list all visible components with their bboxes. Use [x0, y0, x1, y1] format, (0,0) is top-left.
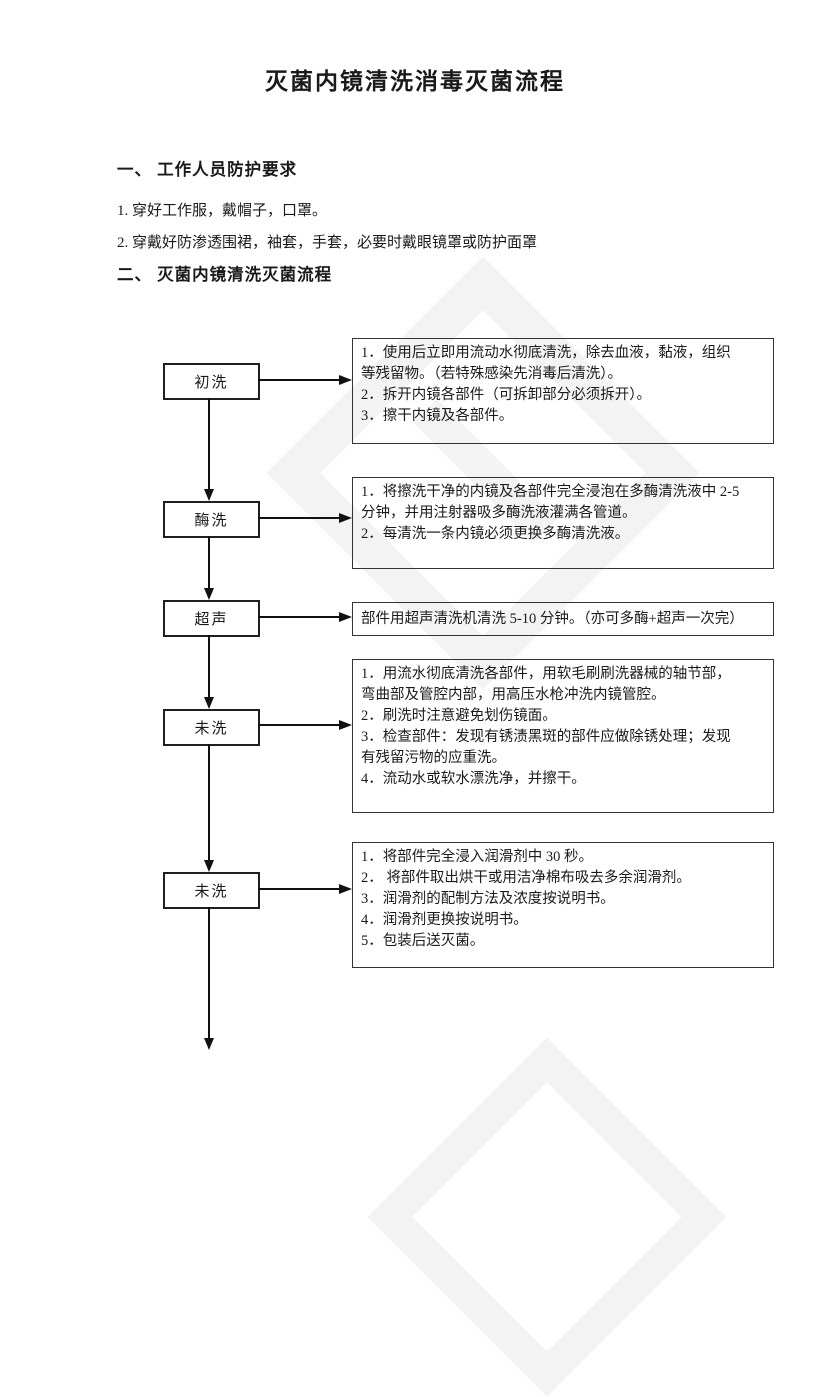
flow-detail-box-final-wash-1: 1．用流水彻底清洗各部件，用软毛刷刷洗器械的轴节部， 弯曲部及管腔内部，用高压水… [352, 659, 774, 813]
connector-line [258, 724, 340, 726]
connector-line [258, 517, 340, 519]
arrow-down-icon [204, 697, 214, 709]
flow-stage-box-final-wash-2: 未洗 [163, 872, 260, 909]
flow-stage-box-enzyme-wash: 酶洗 [163, 501, 260, 538]
flow-detail-box-enzyme-wash: 1．将擦洗干净的内镜及各部件完全浸泡在多酶清洗液中 2-5 分钟，并用注射器吸多… [352, 477, 774, 569]
connector-line [208, 907, 210, 1038]
connector-line [208, 536, 210, 589]
flow-stage-box-initial-wash: 初洗 [163, 363, 260, 400]
document-page: 灭菌内镜清洗消毒灭菌流程 一、 工作人员防护要求 1. 穿好工作服，戴帽子，口罩… [0, 0, 830, 1173]
stage-label: 未洗 [194, 721, 229, 737]
stage-label: 初洗 [194, 375, 229, 391]
watermark-bottom [367, 1037, 727, 1397]
connector-line [258, 888, 340, 890]
connector-line [258, 616, 340, 618]
arrow-down-icon [204, 588, 214, 600]
arrow-down-icon [204, 860, 214, 872]
connector-line [208, 635, 210, 698]
arrow-right-icon [339, 513, 352, 523]
stage-label: 未洗 [194, 884, 229, 900]
arrow-right-icon [339, 375, 352, 385]
arrow-right-icon [339, 884, 352, 894]
flow-detail-box-final-wash-2: 1．将部件完全浸入润滑剂中 30 秒。 2． 将部件取出烘干或用洁净棉布吸去多余… [352, 842, 774, 968]
arrow-right-icon [339, 720, 352, 730]
section1-heading: 一、 工作人员防护要求 [117, 160, 298, 179]
section1-item-1: 1. 穿好工作服，戴帽子，口罩。 [117, 203, 328, 219]
arrow-down-icon [204, 1038, 214, 1050]
page-title: 灭菌内镜清洗消毒灭菌流程 [265, 69, 565, 94]
arrow-down-icon [204, 489, 214, 501]
connector-line [208, 398, 210, 490]
section1-item-2: 2. 穿戴好防渗透围裙，袖套，手套，必要时戴眼镜罩或防护面罩 [117, 235, 538, 251]
flow-detail-box-initial-wash: 1．使用后立即用流动水彻底清洗，除去血液，黏液，组织 等残留物。（若特殊感染先消… [352, 338, 774, 444]
flow-stage-box-final-wash-1: 未洗 [163, 709, 260, 746]
arrow-right-icon [339, 612, 352, 622]
stage-label: 酶洗 [194, 513, 229, 529]
stage-label: 超声 [194, 612, 229, 628]
connector-line [258, 379, 340, 381]
flow-stage-box-ultrasonic: 超声 [163, 600, 260, 637]
section2-heading: 二、 灭菌内镜清洗灭菌流程 [117, 265, 333, 284]
connector-line [208, 744, 210, 861]
flow-detail-box-ultrasonic: 部件用超声清洗机清洗 5-10 分钟。（亦可多酶+超声一次完） [352, 602, 774, 636]
